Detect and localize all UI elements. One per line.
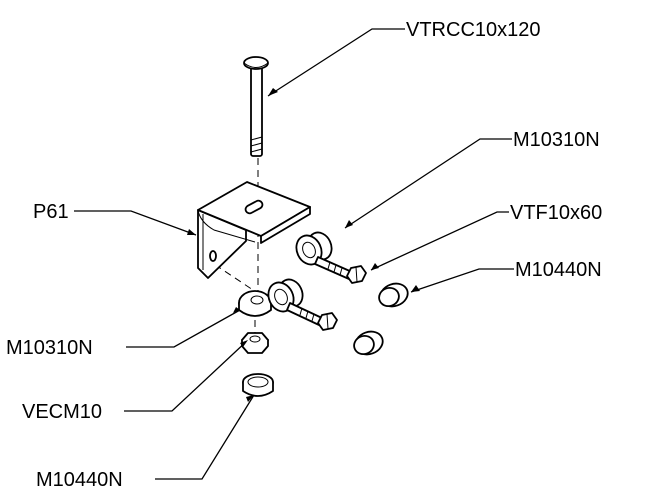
leader-spacer-upper [344,138,512,229]
label-cap-right: M10440N [515,259,602,281]
leader-cap-bottom [155,394,255,480]
leader-cap-right [410,268,514,293]
leader-nut [124,339,249,412]
label-spacer-lower: M10310N [6,337,93,359]
label-bolt-long: VTRCC10x120 [406,19,541,41]
cap-bottom [242,373,274,397]
label-cap-bottom: M10440N [36,469,123,491]
leader-bracket [74,210,197,236]
label-bolt-short: VTF10x60 [510,202,602,224]
bolt-short-upper [314,256,367,284]
leader-bolt-long [267,28,405,97]
cap-right [378,282,409,308]
bolt-short-lower [286,302,338,331]
label-spacer-upper: M10310N [513,129,600,151]
leader-lines [74,28,514,480]
spacer-lower [238,290,272,317]
carriage-bolt-long [243,56,269,157]
arrowheads [187,88,420,402]
bracket-p61 [197,181,311,279]
leader-bolt-short [370,211,509,271]
cap-middle [353,330,384,356]
spacer-upper [295,231,333,266]
label-bracket: P61 [33,201,69,223]
spacer-side-lower [267,278,304,313]
part-labels: VTRCC10x120 M10310N VTF10x60 M10440N P61… [6,19,602,491]
nut-vecm10 [241,332,269,354]
leader-spacer-lower [126,309,241,348]
label-nut: VECM10 [22,401,102,423]
